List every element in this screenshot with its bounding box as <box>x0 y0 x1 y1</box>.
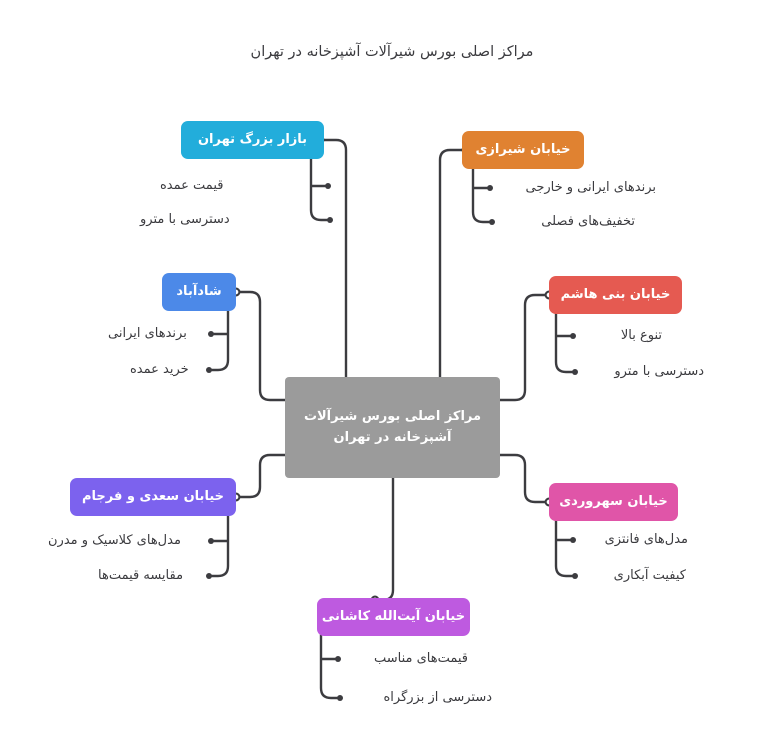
leaf-label: مقایسه قیمت‌ها <box>98 568 184 583</box>
leaf-dot <box>570 537 576 543</box>
leaf-label: کیفیت آبکاری <box>613 568 686 583</box>
branch-node-khiaban-shirazi[interactable]: خیابان شیرازی <box>462 131 584 169</box>
branch-node-bazar-bozorg-tehran[interactable]: بازار بزرگ تهران <box>181 121 324 159</box>
leaf-label: تنوع بالا <box>620 328 662 343</box>
leaf-label: دسترسی با مترو <box>614 364 704 379</box>
branch-connector-dots <box>231 135 554 605</box>
leaf-dot <box>208 331 214 337</box>
leaf-label: مدل‌های کلاسیک و مدرن <box>48 533 181 548</box>
leaf-label: تخفیف‌های فصلی <box>541 214 635 229</box>
leaf-dot <box>206 367 212 373</box>
leaf-label: برندهای ایرانی <box>108 326 187 341</box>
edge-central-banihashem <box>498 293 547 402</box>
branch-node-shadabad[interactable]: شادآباد <box>162 273 236 311</box>
edge-central-shirazi <box>438 148 464 379</box>
edge-saadi-children <box>210 512 230 578</box>
edge-central-bazar <box>322 138 348 379</box>
page-title: مراکز اصلی بورس شیرآلات آشپزخانه در تهرا… <box>250 44 534 60</box>
leaf-dot <box>572 369 578 375</box>
edge-shirazi-children <box>471 165 491 224</box>
leaf-label: دسترسی از بزرگراه <box>383 690 492 705</box>
leaf-dot <box>337 695 343 701</box>
leaf-label: برندهای ایرانی و خارجی <box>525 180 656 195</box>
leaf-dot <box>208 538 214 544</box>
edge-banihashem-children <box>554 310 574 374</box>
leaf-label: قیمت‌های مناسب <box>373 651 468 666</box>
leaf-label: قیمت عمده <box>160 178 224 193</box>
branch-node-khiaban-sohrevardi[interactable]: خیابان سهروردی <box>549 483 678 521</box>
branch-node-khiaban-saadi-o-farjam[interactable]: خیابان سعدی و فرجام <box>70 478 236 516</box>
leaf-dot <box>325 183 331 189</box>
edge-kashani-children <box>319 633 339 700</box>
branch-node-khiaban-ayatollah-kashani[interactable]: خیابان آیت‌الله کاشانی <box>317 598 470 636</box>
leaf-dot <box>206 573 212 579</box>
leaf-label: خرید عمده <box>130 362 189 377</box>
edge-sohrevardi-children <box>554 517 574 578</box>
central-node[interactable]: مراکز اصلی بورس شیرآلات آشپزخانه در تهرا… <box>285 377 500 478</box>
leaf-dot <box>335 656 341 662</box>
leaf-dot <box>487 185 493 191</box>
leaf-dot <box>572 573 578 579</box>
leaf-dot <box>327 217 333 223</box>
leaf-dot <box>570 333 576 339</box>
edge-central-kashani <box>376 476 395 602</box>
edge-shadabad-children <box>210 307 230 372</box>
leaf-dot <box>489 219 495 225</box>
edge-central-sohrevardi <box>498 453 547 504</box>
leaf-label: دسترسی با مترو <box>140 212 230 227</box>
edge-central-shadabad <box>238 290 287 402</box>
leaf-label: مدل‌های فانتزی <box>604 532 688 547</box>
edge-central-saadi <box>238 453 287 499</box>
branch-node-khiaban-bani-hashem[interactable]: خیابان بنی هاشم <box>549 276 682 314</box>
